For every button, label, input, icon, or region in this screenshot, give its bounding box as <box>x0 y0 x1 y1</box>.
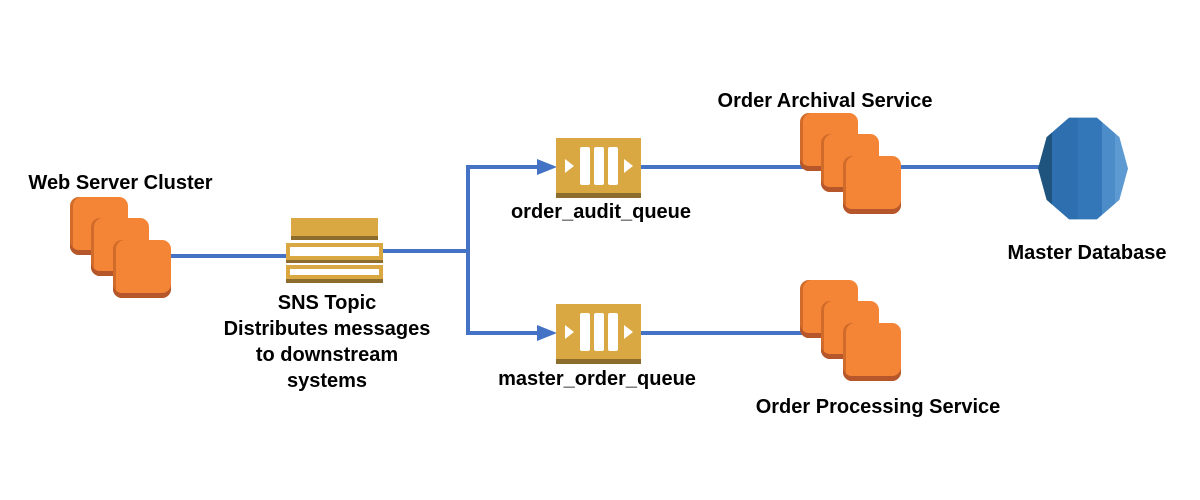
web-server-cluster-label: Web Server Cluster <box>28 172 213 194</box>
master-database-icon <box>1038 115 1128 227</box>
sns-topic-label-line: Distributes messages <box>223 318 431 340</box>
order-processing-service-label: Order Processing Service <box>755 396 1001 418</box>
queue-in-arrow-icon <box>564 158 574 173</box>
arrowhead-into-master-order-queue <box>537 325 557 341</box>
queue-out-arrow-icon <box>623 158 633 173</box>
arrowhead-into-order-audit-queue <box>537 159 557 175</box>
queue-in-arrow-icon <box>564 324 574 339</box>
master-database-label: Master Database <box>1007 242 1167 264</box>
queue-message-bar-icon <box>607 146 618 185</box>
database-decagon-icon <box>1038 117 1128 220</box>
order-audit-queue-icon <box>556 138 641 198</box>
queue-message-bar-icon <box>593 312 604 351</box>
sns-topic-label-line: SNS Topic <box>277 292 377 314</box>
queue-out-arrow-icon <box>623 324 633 339</box>
sns-topic-icon <box>286 218 383 283</box>
queue-message-bar-icon <box>607 312 618 351</box>
server-square-icon <box>843 156 901 214</box>
connector-fanout-branches <box>466 165 540 335</box>
order-archival-service-node <box>800 113 902 219</box>
queue-message-bar-icon <box>593 146 604 185</box>
order-archival-service-label: Order Archival Service <box>717 90 933 112</box>
order-processing-service-node <box>800 280 902 386</box>
master-order-queue-label: master_order_queue <box>498 368 696 390</box>
web-server-cluster-node <box>70 197 172 303</box>
queue-message-bar-icon <box>579 312 590 351</box>
sns-topic-label: SNS Topic Distributes messages to downst… <box>207 290 447 394</box>
sns-topic-label-line: to downstream <box>255 344 399 366</box>
server-square-icon <box>113 240 171 298</box>
queue-message-bar-icon <box>579 146 590 185</box>
order-audit-queue-label: order_audit_queue <box>510 201 692 223</box>
server-square-icon <box>843 323 901 381</box>
sns-topic-label-line: systems <box>286 370 368 392</box>
master-order-queue-icon <box>556 304 641 364</box>
